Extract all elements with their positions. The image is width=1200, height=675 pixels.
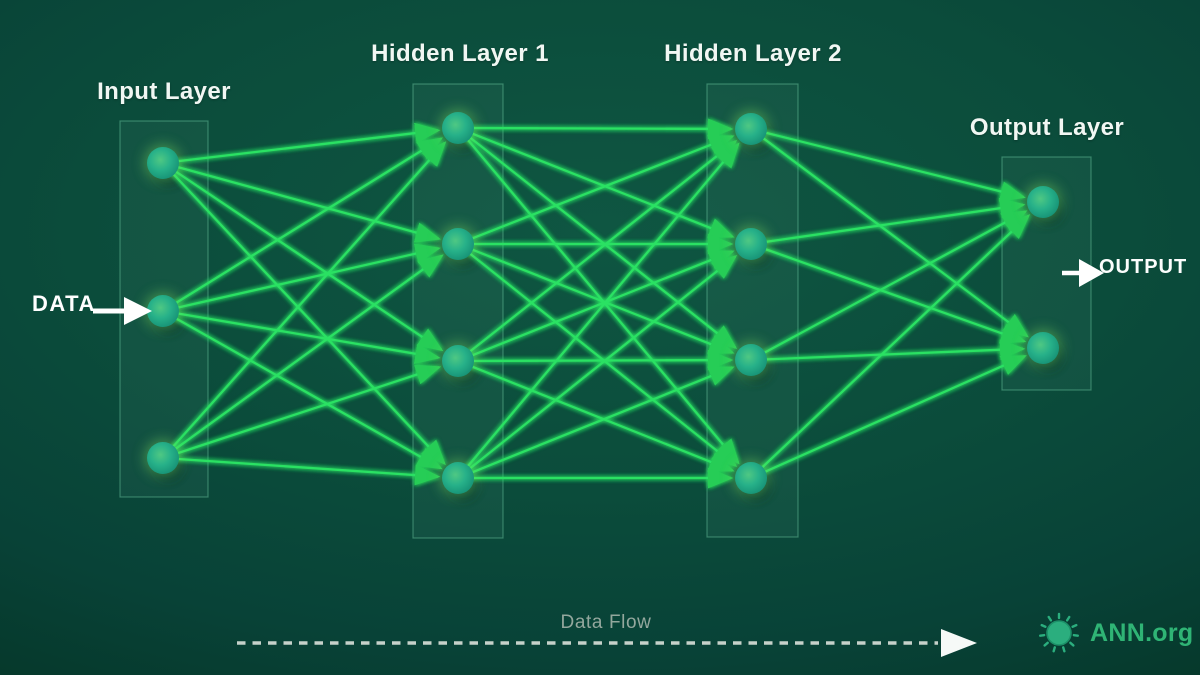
edge: [168, 243, 441, 311]
neuron-node: [735, 344, 767, 376]
neuron-node: [1027, 332, 1059, 364]
output-arrow: [1062, 259, 1104, 287]
data-flow-arrow: [237, 629, 977, 657]
layer-boxes: [119, 83, 1092, 539]
output-layer-title: Output Layer: [969, 114, 1125, 141]
edge: [168, 163, 441, 243]
edges: [166, 118, 1031, 489]
neuron-node: [147, 442, 179, 474]
edge: [461, 246, 738, 467]
input-layer-title: Input Layer: [97, 78, 231, 105]
edge: [460, 142, 740, 475]
hidden-layer-1-title: Hidden Layer 1: [371, 40, 549, 67]
edge: [756, 129, 1026, 202]
network-generated: [119, 83, 1092, 539]
edge: [754, 214, 1031, 475]
sun-network-icon: [1038, 612, 1080, 653]
edge: [461, 255, 738, 476]
neuron-node: [442, 462, 474, 494]
edge: [168, 364, 442, 458]
neuron-node: [735, 462, 767, 494]
edge: [756, 244, 1027, 344]
edge: [463, 245, 735, 354]
edge: [756, 339, 1026, 361]
edge: [756, 355, 1027, 477]
edge: [463, 349, 734, 371]
edge: [167, 254, 444, 456]
edge: [167, 165, 444, 352]
edge: [167, 137, 443, 309]
edge: [166, 141, 447, 455]
output-result-label: OUTPUT: [1099, 256, 1188, 278]
brand-logo: ANN.org: [1036, 610, 1193, 656]
edge: [463, 250, 735, 360]
edge: [463, 362, 735, 472]
edge: [461, 139, 738, 359]
neuron-node: [442, 112, 474, 144]
brand-name: ANN.org: [1090, 618, 1194, 647]
neuron-node: [1027, 186, 1059, 218]
data-input-label: DATA: [32, 291, 96, 316]
edge: [463, 118, 734, 140]
neuron-node: [147, 295, 179, 327]
data-flow-label: Data Flow: [560, 612, 652, 633]
edge: [166, 166, 446, 466]
edge: [167, 312, 443, 470]
edge: [168, 122, 441, 164]
data-arrow: [93, 297, 152, 325]
hidden-layer-2-title: Hidden Layer 2: [664, 40, 842, 67]
neuron-node: [735, 228, 767, 260]
neuron-node: [147, 147, 179, 179]
edge: [755, 131, 1029, 338]
neuron-nodes: [147, 112, 1059, 494]
edge: [463, 366, 735, 477]
edge: [460, 131, 740, 465]
neuron-node: [735, 113, 767, 145]
edge: [463, 135, 735, 243]
edge: [755, 210, 1028, 359]
edge: [168, 310, 441, 365]
neuron-node: [442, 228, 474, 260]
edge: [461, 130, 738, 350]
edge: [463, 129, 735, 238]
edge: [168, 457, 441, 486]
edge: [756, 197, 1026, 245]
neuron-node: [442, 345, 474, 377]
